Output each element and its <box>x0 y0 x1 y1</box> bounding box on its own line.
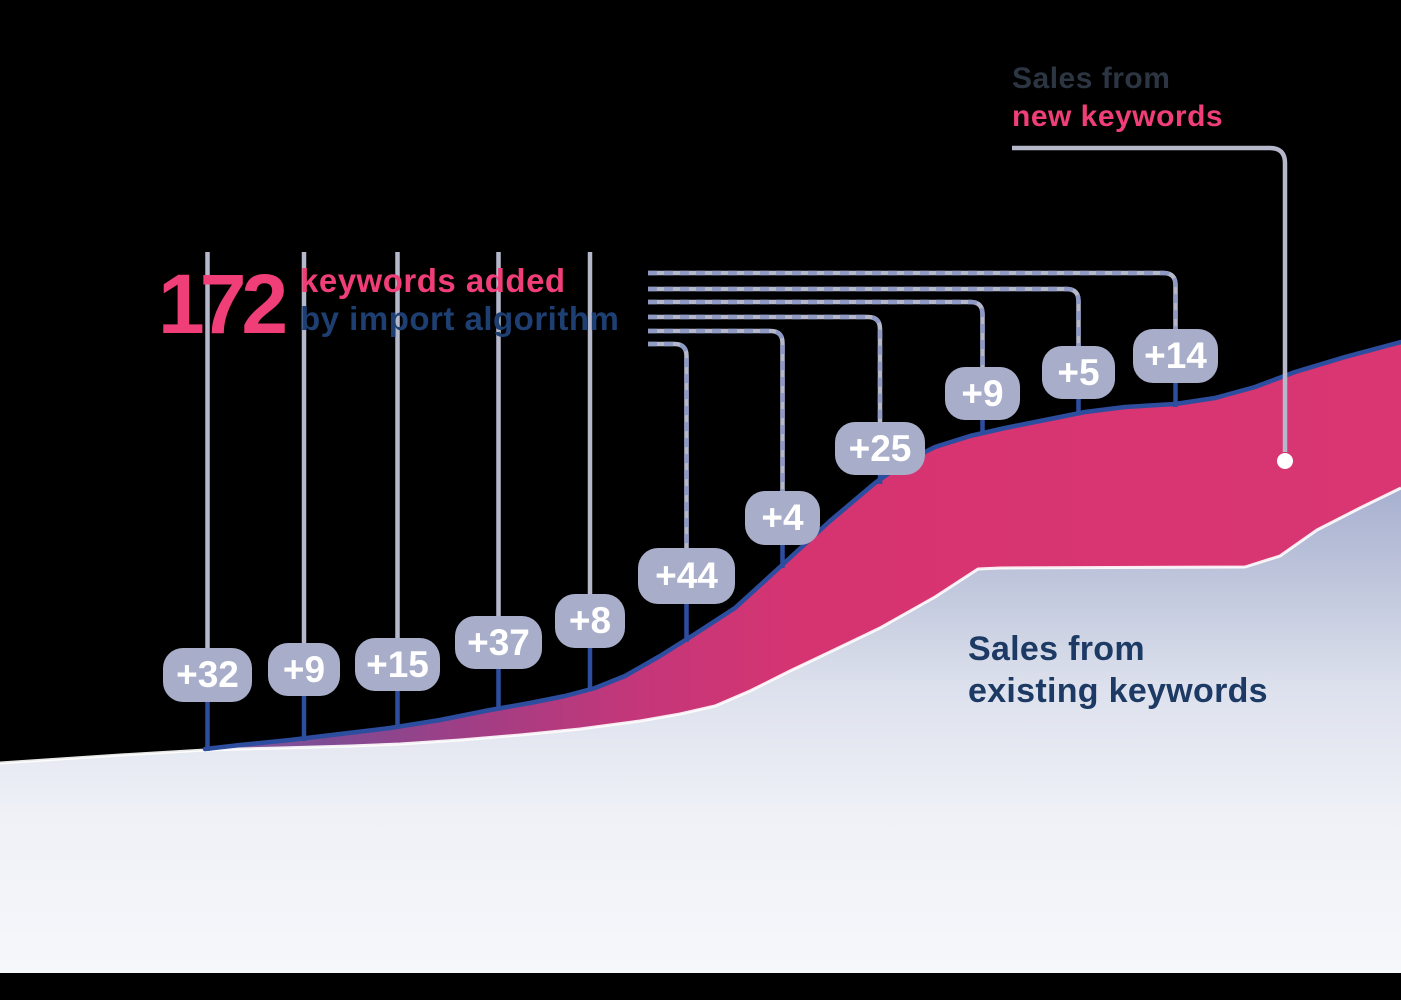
total-keywords-number: 172 <box>158 257 288 351</box>
callout-chip: +44 <box>638 548 735 604</box>
heading-line-keywords-added: keywords added <box>300 262 566 299</box>
new-keywords-area <box>205 342 1401 749</box>
callout-chip: +15 <box>355 638 440 691</box>
callout-chip: +9 <box>945 367 1020 420</box>
callout-chip: +37 <box>455 616 542 669</box>
callout-chip: +5 <box>1042 346 1115 399</box>
existing-keywords-legend: Sales from existing keywords <box>968 628 1268 712</box>
callout-chip: +8 <box>555 594 625 648</box>
callout-chip: +25 <box>835 422 925 475</box>
heading: keywords added by import algorithm <box>300 262 619 338</box>
chip-to-curve-lines <box>205 381 1178 751</box>
endpoint-dot <box>1277 453 1293 469</box>
callout-chip: +9 <box>268 643 340 696</box>
existing-keywords-legend-line-2: existing keywords <box>968 672 1268 710</box>
heading-line-by-import-algorithm: by import algorithm <box>300 300 620 337</box>
new-keywords-legend: Sales from new keywords <box>1012 60 1223 136</box>
elbow-connector-dashes <box>648 270 1178 548</box>
callout-chip: +14 <box>1133 329 1218 383</box>
left-connector-lines <box>205 252 593 648</box>
hill-edge-highlight <box>0 486 1401 765</box>
existing-keywords-legend-line-1: Sales from <box>968 630 1145 668</box>
callout-chip: +32 <box>163 648 252 702</box>
new-keywords-connector <box>1012 145 1288 452</box>
callout-chip: +4 <box>745 491 820 545</box>
new-keywords-legend-line-2: new keywords <box>1012 100 1224 133</box>
existing-keywords-area <box>0 488 1401 973</box>
new-keywords-legend-line-1: Sales from <box>1012 62 1171 95</box>
